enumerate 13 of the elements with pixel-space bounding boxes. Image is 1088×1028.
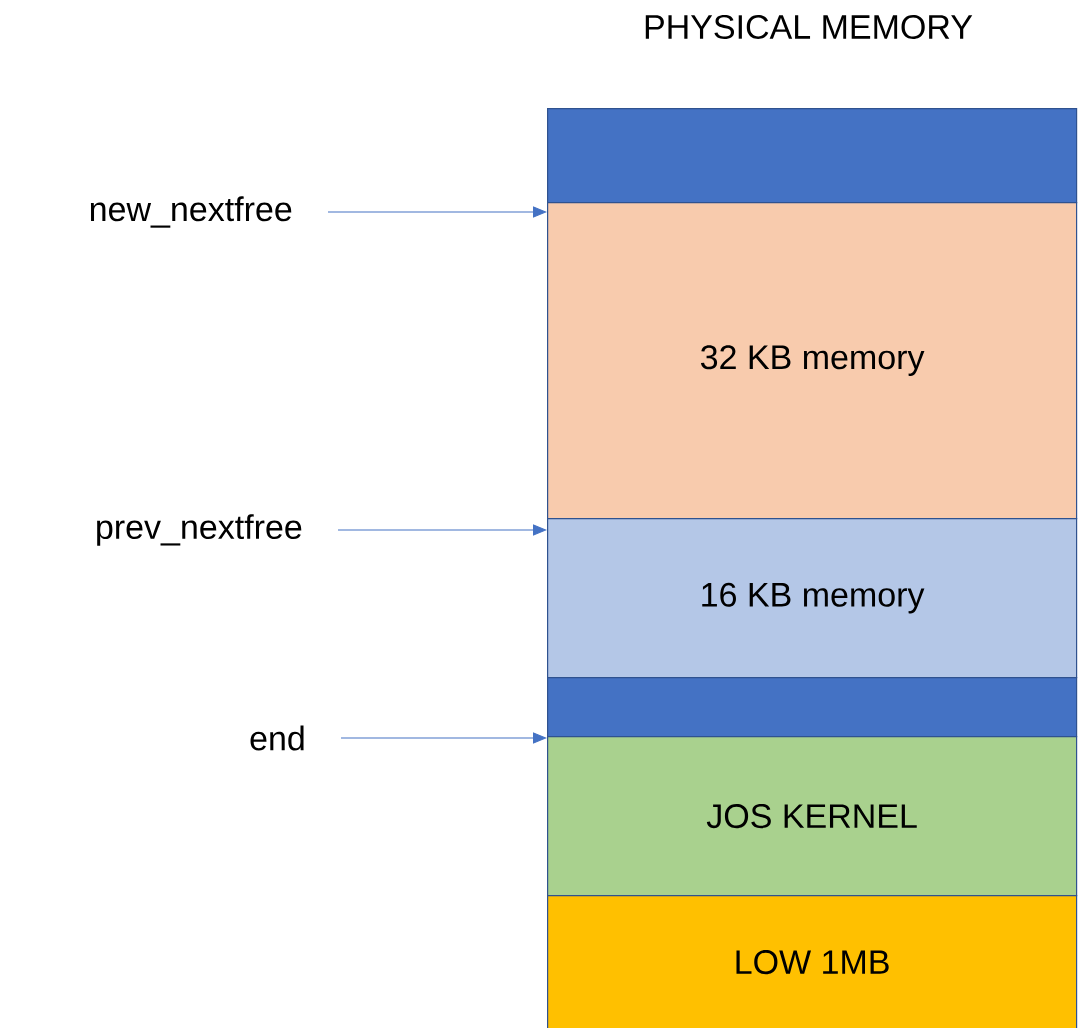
arrow — [327, 206, 547, 218]
memory-region: 32 KB memory — [547, 202, 1078, 520]
pointer-label: new_nextfree — [90, 196, 292, 228]
memory-band — [547, 108, 1078, 204]
memory-region: JOS KERNEL — [547, 736, 1078, 897]
arrow — [340, 732, 547, 744]
heading: PHYSICAL MEMORY — [645, 14, 973, 40]
memory-region: LOW 1MB — [547, 895, 1078, 1028]
pointer-label: prev_nextfree — [97, 514, 302, 546]
memory-region: 16 KB memory — [547, 518, 1078, 679]
memory-band — [547, 677, 1078, 738]
pointer-label: end — [250, 725, 304, 751]
arrow — [337, 524, 547, 536]
